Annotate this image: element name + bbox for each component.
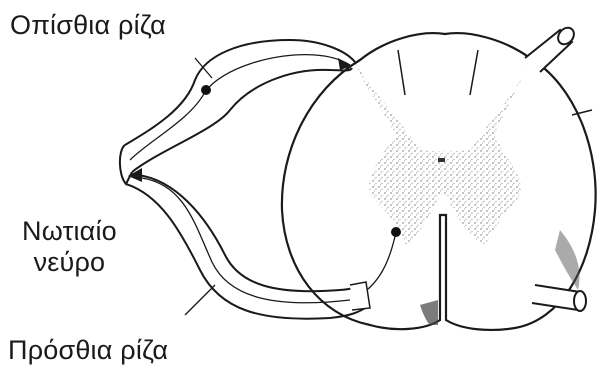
spinal-nerve-label-line2: νεύρο xyxy=(22,247,117,278)
spinal-cord-cross-section xyxy=(282,33,596,330)
ventral-root-end xyxy=(350,282,370,310)
motor-neuron-cell xyxy=(391,227,401,237)
spinal-nerve-label-line1: Νωτιαίο xyxy=(22,216,117,247)
spinal-nerve xyxy=(120,145,142,184)
contralateral-ventral-root-end xyxy=(574,291,586,311)
central-canal xyxy=(438,158,445,162)
ganglion-cell xyxy=(201,85,211,95)
spinal-nerve-trunk xyxy=(120,145,132,184)
dorsal-root-label: Οπίσθια ρίζα xyxy=(10,10,166,41)
ventral-root-label: Πρόσθια ρίζα xyxy=(8,335,168,366)
label-pointer xyxy=(185,285,215,315)
spinal-nerve-label: Νωτιαίο νεύρο xyxy=(22,216,117,278)
